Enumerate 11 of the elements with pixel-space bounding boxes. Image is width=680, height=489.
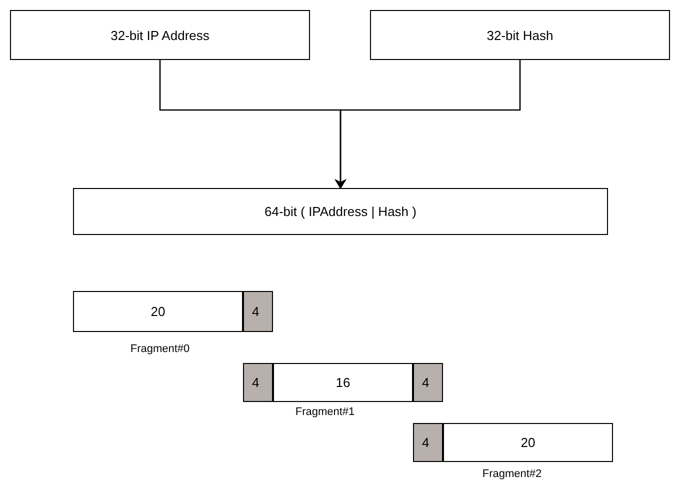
header-field-box: 4 bbox=[413, 363, 443, 402]
process-box: 32-bit Hash bbox=[370, 10, 670, 60]
arrow bbox=[334, 60, 521, 189]
field-box: 20 bbox=[443, 423, 613, 462]
field-box: 16 bbox=[273, 363, 413, 402]
process-box: 64-bit ( IPAddress | Hash ) bbox=[73, 188, 608, 235]
field-box: 20 bbox=[73, 291, 243, 332]
process-box: 32-bit IP Address bbox=[10, 10, 310, 60]
header-field-box: 4 bbox=[413, 423, 443, 462]
header-field-box: 4 bbox=[243, 291, 273, 332]
header-field-box: 4 bbox=[243, 363, 273, 402]
